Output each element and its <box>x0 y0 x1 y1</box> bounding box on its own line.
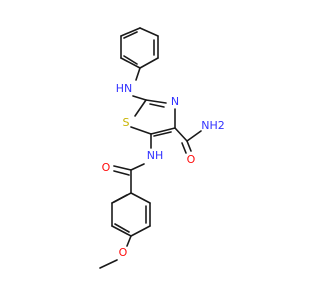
bond <box>130 126 152 135</box>
bond-inner <box>123 31 138 39</box>
atom-label-nh-benzamide: NH <box>147 149 164 162</box>
atom-label-o-methoxy: O <box>119 246 128 259</box>
atom-label-s-ring: S <box>123 116 130 129</box>
bond <box>111 225 132 237</box>
bond-inner <box>149 103 165 108</box>
atom-label-o-benzamide: O <box>102 161 111 174</box>
bond-inner <box>113 194 128 203</box>
bond <box>113 170 130 176</box>
bond <box>186 130 202 142</box>
bond <box>99 259 118 269</box>
bond <box>130 192 151 204</box>
bond <box>181 142 187 154</box>
bond <box>113 165 132 171</box>
bond <box>139 27 159 37</box>
bond <box>145 99 167 104</box>
atom-label-layer: HN N S NH2 O NH O O <box>102 82 225 259</box>
bond <box>134 99 147 117</box>
bond <box>126 235 132 247</box>
bond-inner <box>153 131 172 137</box>
bond <box>120 57 141 69</box>
bond <box>135 67 141 81</box>
bond-inner <box>123 55 138 65</box>
bond <box>139 57 159 69</box>
bond-layer <box>99 27 202 269</box>
atom-label-nh-aniline: HN <box>116 82 133 95</box>
bond <box>186 140 192 152</box>
bond <box>132 95 147 101</box>
bond <box>130 163 145 171</box>
atom-label-nh2-amide: NH2 <box>201 119 225 132</box>
molecule-structure-diagram: HN N S NH2 O NH O O <box>99 27 225 269</box>
atom-label-o-amide: O <box>187 153 196 166</box>
bond <box>120 27 141 37</box>
bond <box>174 127 188 142</box>
atom-label-n-ring: N <box>171 95 179 108</box>
bond <box>130 225 151 237</box>
bond <box>150 127 176 135</box>
bond-inner <box>114 223 130 233</box>
